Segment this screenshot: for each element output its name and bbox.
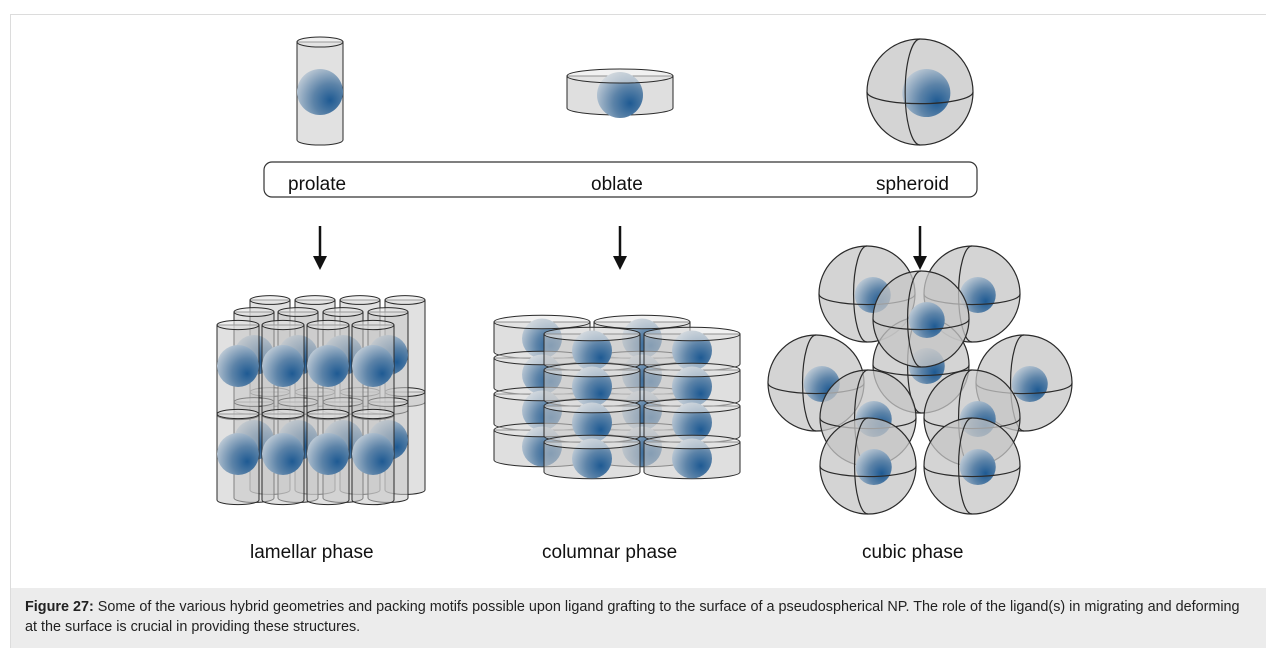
caption-text: Some of the various hybrid geometries an… [25, 599, 1240, 635]
ligand-sphere [872, 270, 970, 368]
ligand-cylinder [216, 319, 260, 421]
ligand-cylinder [261, 408, 305, 506]
ligand-disc [643, 362, 741, 408]
ligand-cylinder [296, 36, 344, 146]
label-lamellar-phase: lamellar phase [250, 542, 374, 563]
ligand-cylinder [351, 319, 395, 421]
caption-label: Figure 27: [25, 599, 94, 615]
ligand-disc [543, 362, 641, 408]
arrow-down-icon [913, 226, 927, 270]
np-core [959, 448, 996, 485]
np-core [217, 345, 259, 387]
ligand-cylinder [261, 319, 305, 421]
np-core [352, 345, 394, 387]
label-oblate: oblate [591, 174, 643, 195]
figure-frame [10, 14, 1266, 648]
ligand-disc [566, 68, 674, 118]
arrow-down-icon [613, 226, 627, 270]
np-core [262, 433, 304, 475]
np-core [855, 448, 892, 485]
ligand-cylinder [306, 408, 350, 506]
shape-label-box [263, 161, 978, 198]
ligand-sphere [866, 38, 974, 146]
ligand-sphere [819, 417, 917, 515]
np-core [908, 301, 945, 338]
ligand-cylinder [306, 319, 350, 421]
ligand-disc [543, 326, 641, 372]
np-core [297, 69, 343, 115]
np-core [262, 345, 304, 387]
np-core [307, 433, 349, 475]
cubic-phase-assembly [767, 245, 1073, 515]
label-spheroid: spheroid [876, 174, 949, 195]
np-core [597, 72, 643, 118]
np-core [1011, 365, 1048, 402]
ligand-disc [643, 326, 741, 372]
ligand-disc [543, 434, 641, 480]
columnar-phase-assembly [493, 314, 741, 480]
figure-caption: Figure 27: Some of the various hybrid ge… [11, 588, 1266, 648]
figure-diagram: prolate oblate spheroid lamellar phase c… [216, 36, 1073, 563]
ligand-disc [643, 434, 741, 480]
spheroid-particle [866, 38, 974, 146]
label-prolate: prolate [288, 174, 346, 195]
label-columnar-phase: columnar phase [542, 542, 677, 563]
oblate-particle [566, 68, 674, 118]
label-cubic-phase: cubic phase [862, 542, 963, 563]
ligand-cylinder [216, 408, 260, 506]
lamellar-phase-assembly [216, 295, 426, 506]
np-core [217, 433, 259, 475]
prolate-particle [296, 36, 344, 146]
ligand-cylinder [351, 408, 395, 506]
np-core [352, 433, 394, 475]
np-core [902, 69, 951, 118]
arrow-down-icon [313, 226, 327, 270]
ligand-sphere [923, 417, 1021, 515]
ligand-disc [643, 398, 741, 444]
np-core [307, 345, 349, 387]
